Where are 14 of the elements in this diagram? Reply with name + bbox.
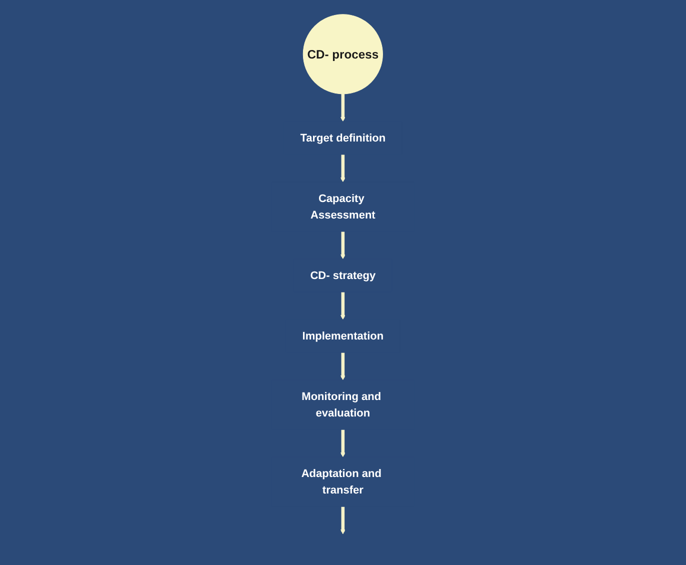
node-text: Adaptation and transfer	[301, 468, 382, 496]
node-text: Implementation	[302, 330, 384, 342]
node-text: Capacity Assessment	[310, 192, 376, 222]
node-text: Monitoring and evaluation	[302, 390, 382, 420]
arrow	[340, 292, 346, 320]
arrow	[340, 232, 346, 260]
arrow	[340, 506, 346, 534]
arrow	[340, 94, 346, 122]
node-circle	[302, 14, 384, 94]
arrow	[340, 352, 346, 380]
node-text: CD- strategy	[310, 269, 376, 282]
node-text: Target definition	[300, 132, 386, 144]
arrow	[340, 154, 346, 182]
arrow	[340, 430, 346, 458]
